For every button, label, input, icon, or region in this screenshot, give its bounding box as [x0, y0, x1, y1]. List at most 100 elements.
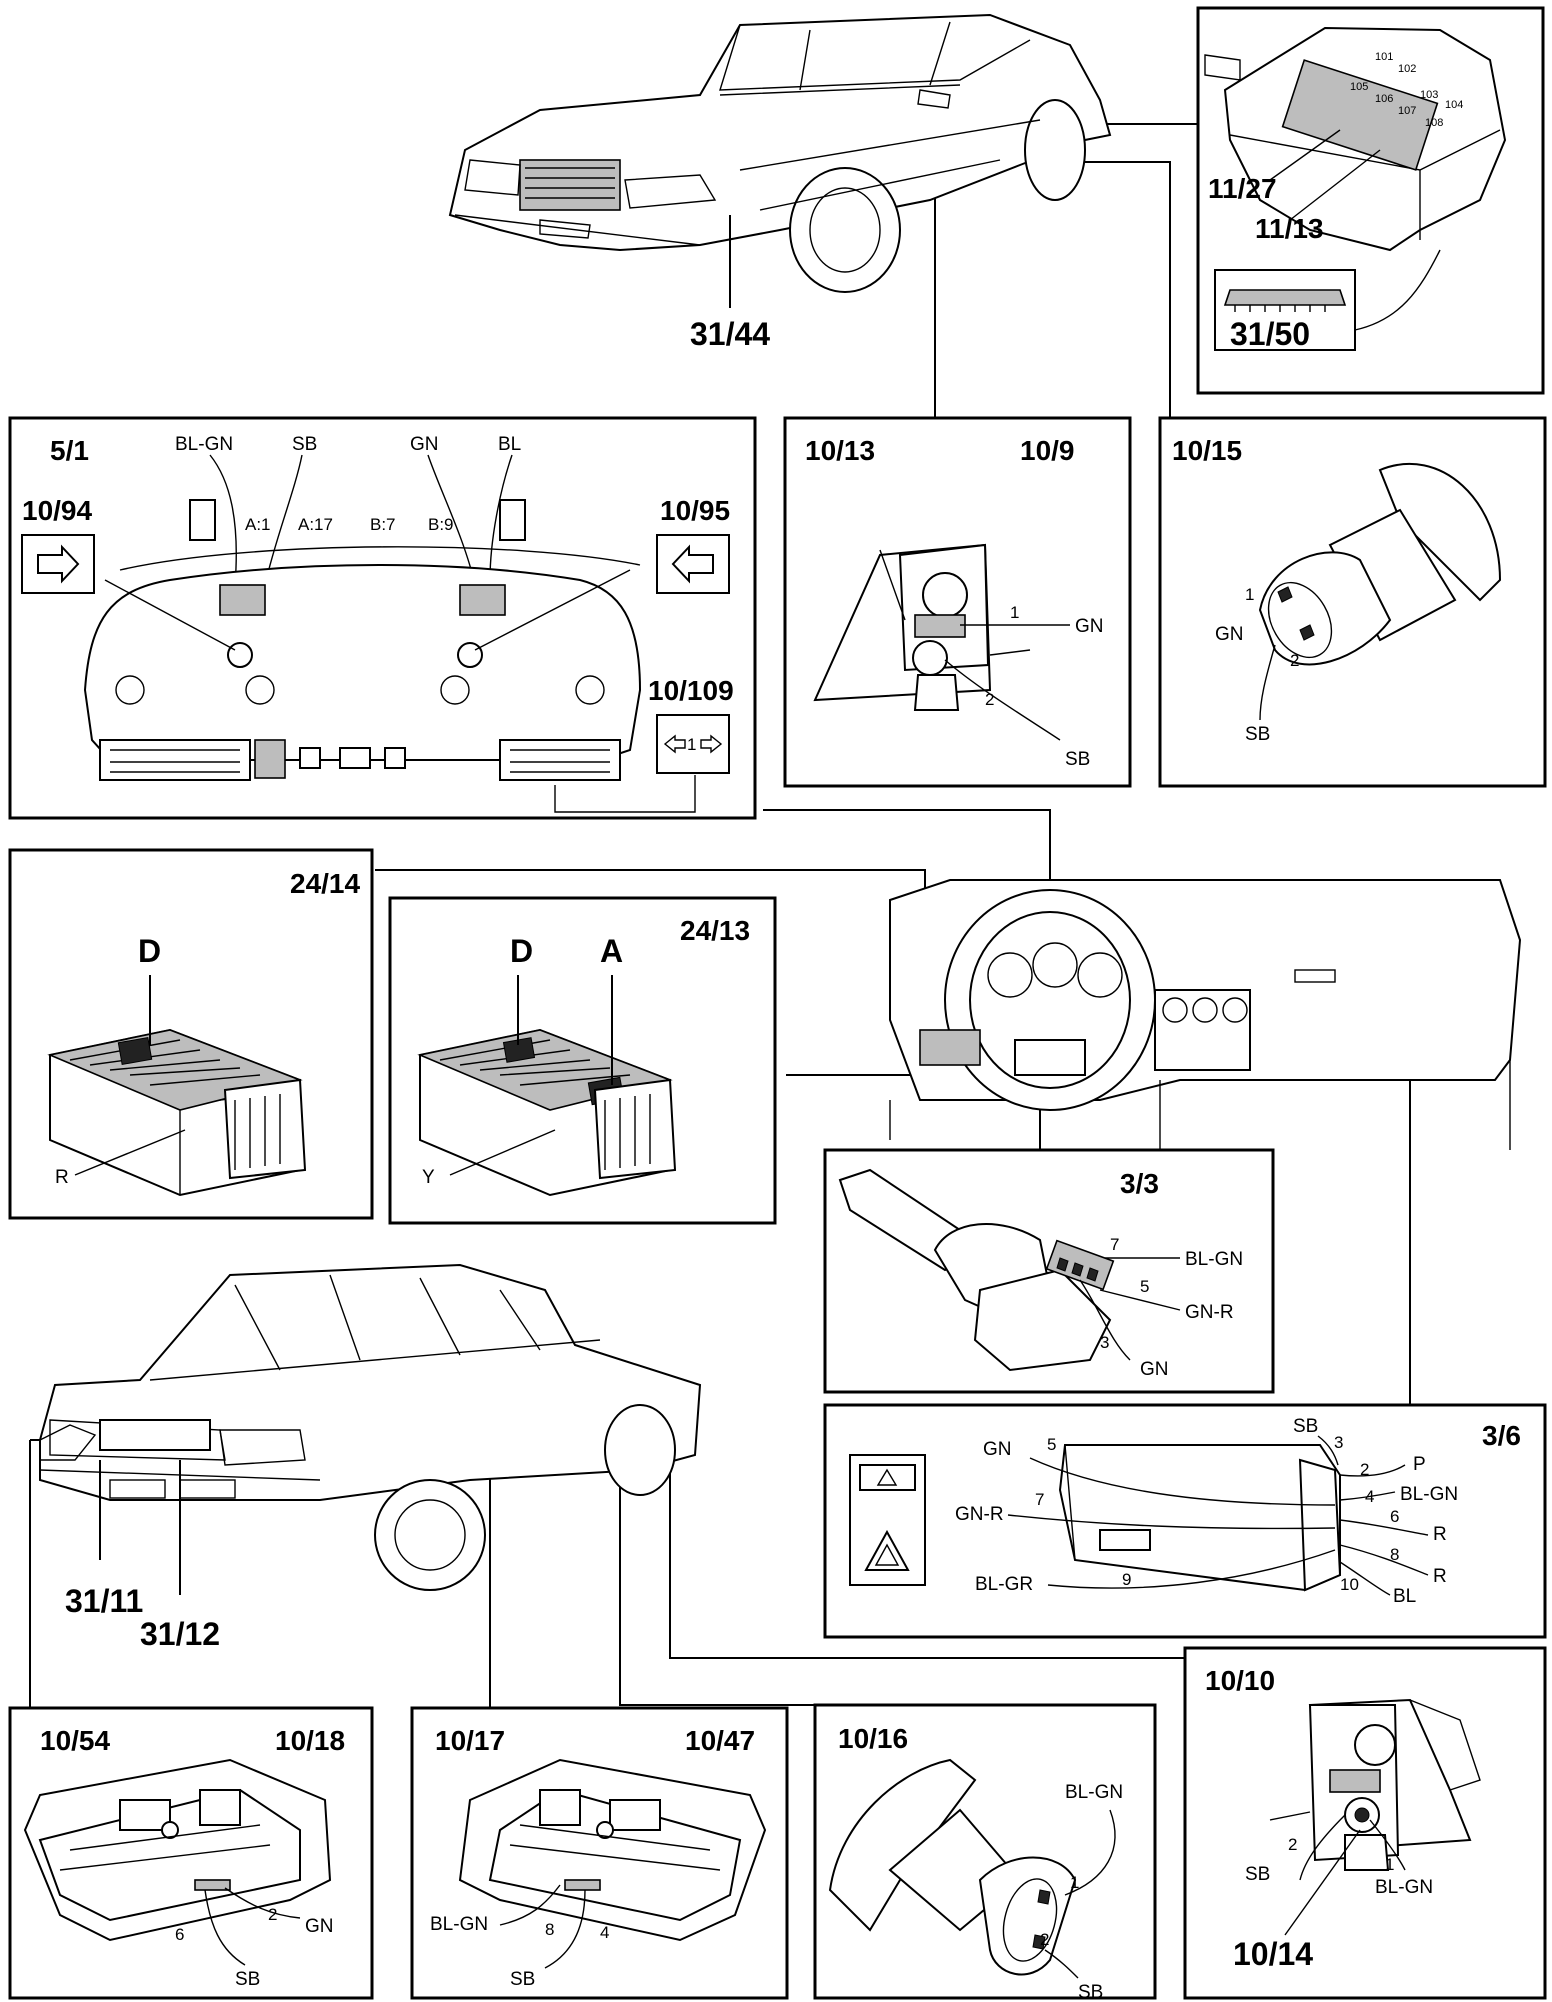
hazard-right-wire-bl-gn: BL-GN	[1400, 1484, 1458, 1505]
relay-24-13-color: Y	[422, 1167, 435, 1188]
hazard-left-wire-gn-r: GN-R	[955, 1504, 1004, 1525]
hazard-right-wire-r-8: R	[1433, 1566, 1447, 1587]
trailer-indicator-ref: 10/109	[648, 675, 734, 706]
rear-lamp-left-wire-sb: SB	[235, 1969, 260, 1990]
hazard-left-pin-9: 9	[1122, 1570, 1131, 1589]
rear-lamp-left-ref-b: 10/18	[275, 1725, 345, 1756]
relay-24-14-color: R	[55, 1167, 69, 1188]
rear-lamp-left-pin-6: 6	[175, 1925, 184, 1944]
relay-24-13-connector-d: D	[510, 933, 533, 969]
instrument-cluster-panel: 5/1 10/94 10/95 10/109 1 BL-GN SB GN BL …	[8, 416, 757, 820]
side-lamp-left-ref: 10/15	[1172, 435, 1242, 466]
front-lamp-left-wire-sb: SB	[1065, 749, 1090, 770]
cluster-pin-a17: A:17	[298, 515, 333, 534]
turn-switch-ref: 3/3	[1120, 1168, 1159, 1199]
relay-24-13-panel: 24/13 D A Y	[388, 896, 777, 1225]
cluster-pin-b7: B:7	[370, 515, 396, 534]
hazard-left-pin-5: 5	[1047, 1435, 1056, 1454]
side-lamp-right-wire-sb: SB	[1078, 1982, 1103, 2002]
rear-lamp-right-pin-8: 8	[545, 1920, 554, 1939]
fuse-108: 108	[1425, 117, 1443, 129]
front-lamp-left-pin-2: 2	[985, 690, 994, 709]
hazard-switch-ref: 3/6	[1482, 1420, 1521, 1451]
hazard-left-wire-bl-gr: BL-GR	[975, 1574, 1033, 1595]
cluster-wire-bl: BL	[498, 434, 521, 455]
hazard-right-wire-sb: SB	[1293, 1416, 1318, 1437]
small-warning-triangle-icon	[876, 1468, 898, 1486]
fuse-105: 105	[1350, 81, 1368, 93]
side-lamp-left-panel: 10/15 1 GN 2 SB	[1158, 416, 1547, 788]
trailer-arrows-icon	[663, 734, 723, 754]
front-lamp-left-panel: 10/13 10/9 GN 1 2 SB	[783, 416, 1132, 788]
side-lamp-right-ref: 10/16	[838, 1723, 908, 1754]
fuse-103: 103	[1420, 89, 1438, 101]
side-lamp-left-wire-gn: GN	[1215, 624, 1244, 645]
car-rear-ref-left: 31/11	[65, 1583, 143, 1619]
side-lamp-right-pin-2: 2	[1040, 1930, 1049, 1949]
front-lamp-left-wire-gn: GN	[1075, 616, 1104, 637]
rear-lamp-right-ref-b: 10/47	[685, 1725, 755, 1756]
rear-lamp-left-wire-gn: GN	[305, 1916, 334, 1937]
turn-switch-pin-3: 3	[1100, 1333, 1109, 1352]
rear-lamp-left-ref-a: 10/54	[40, 1725, 110, 1756]
cluster-pin-b9: B:9	[428, 515, 454, 534]
rear-lamp-left-panel: 10/54 10/18 2 GN 6 SB	[8, 1706, 374, 2000]
relay-24-14-ref: 24/14	[290, 868, 360, 899]
front-lamp-left-ref-a: 10/13	[805, 435, 875, 466]
right-indicator-ref: 10/95	[660, 495, 730, 526]
front-lamp-right-pin-2: 2	[1288, 1835, 1297, 1854]
rear-lamp-right-pin-4: 4	[600, 1923, 609, 1942]
side-lamp-right-pin-1: 1	[1070, 1873, 1079, 1892]
front-lamp-right-ref-a: 10/10	[1205, 1665, 1275, 1696]
cluster-pin-rows	[99, 739, 621, 781]
car-rear-ref-right: 31/12	[140, 1616, 220, 1652]
fuse-box-ref-main: 11/27	[1208, 173, 1277, 204]
hazard-right-pin-2: 2	[1360, 1460, 1369, 1479]
rear-lamp-right-panel: 10/17 10/47 BL-GN 8 4 SB	[410, 1706, 789, 2000]
cluster-wire-bl-gn: BL-GN	[175, 434, 233, 455]
warning-triangle-icon	[864, 1529, 910, 1571]
hazard-switch-panel: 3/6 GN 5 GN-R 7 BL-GR 9 SB 3 2 P 4 BL-GN…	[823, 1403, 1547, 1639]
front-lamp-left-ref-b: 10/9	[1020, 435, 1075, 466]
hazard-left-pin-7: 7	[1035, 1490, 1044, 1509]
front-lamp-right-ref-b: 10/14	[1233, 1936, 1313, 1972]
turn-switch-pin-5: 5	[1140, 1277, 1149, 1296]
fuse-106: 106	[1375, 93, 1393, 105]
hazard-right-wire-r-6: R	[1433, 1524, 1447, 1545]
fuse-box-panel: 101 102 103 104 105 106 107 108 11/27 11…	[1196, 6, 1545, 395]
rear-lamp-right-wire-bl-gn: BL-GN	[430, 1914, 488, 1935]
side-lamp-left-pin-2: 2	[1290, 651, 1299, 670]
turn-switch-pin-7: 7	[1110, 1235, 1119, 1254]
fuse-104: 104	[1445, 99, 1463, 111]
fuse-102: 102	[1398, 63, 1416, 75]
car-front-ref: 31/44	[690, 316, 770, 352]
left-indicator-ref: 10/94	[22, 495, 92, 526]
front-lamp-right-panel: 10/10 2 SB 1 BL-GN 10/14	[1183, 1646, 1547, 2000]
hazard-right-wire-bl: BL	[1393, 1586, 1416, 1607]
side-lamp-right-wire-bl-gn: BL-GN	[1065, 1782, 1123, 1803]
trailer-indicator-box	[656, 714, 730, 774]
hazard-right-pin-6: 6	[1390, 1507, 1399, 1526]
relay-24-13-ref: 24/13	[680, 915, 750, 946]
cluster-pin-a1: A:1	[245, 515, 271, 534]
cluster-wire-sb: SB	[292, 434, 317, 455]
car-rear-illustration: 31/11 31/12	[39, 1263, 702, 1652]
fuse-107: 107	[1398, 105, 1416, 117]
trailer-glyph-number: 1	[687, 735, 696, 754]
hazard-right-pin-3: 3	[1334, 1433, 1343, 1452]
turn-switch-wire-gn-r: GN-R	[1185, 1302, 1234, 1323]
front-lamp-right-pin-1: 1	[1385, 1855, 1394, 1874]
hazard-left-wire-gn: GN	[983, 1439, 1012, 1460]
front-lamp-left-pin-1: 1	[1010, 603, 1019, 622]
relay-24-14-connector: D	[138, 933, 161, 969]
fuse-101: 101	[1375, 51, 1393, 63]
fuse-grid: 101 102 103 104 105 106 107 108	[1350, 51, 1463, 129]
right-arrow-icon	[37, 544, 80, 584]
side-lamp-left-pin-1: 1	[1245, 585, 1254, 604]
turn-switch-panel: 3/3 7 BL-GN 5 GN-R 3 GN	[823, 1148, 1275, 1394]
hazard-right-pin-8: 8	[1390, 1545, 1399, 1564]
rear-lamp-left-pin-2: 2	[268, 1905, 277, 1924]
front-lamp-right-wire-sb: SB	[1245, 1864, 1270, 1885]
fuse-connector-ref: 31/50	[1230, 316, 1310, 352]
hazard-right-pin-10: 10	[1340, 1575, 1359, 1594]
